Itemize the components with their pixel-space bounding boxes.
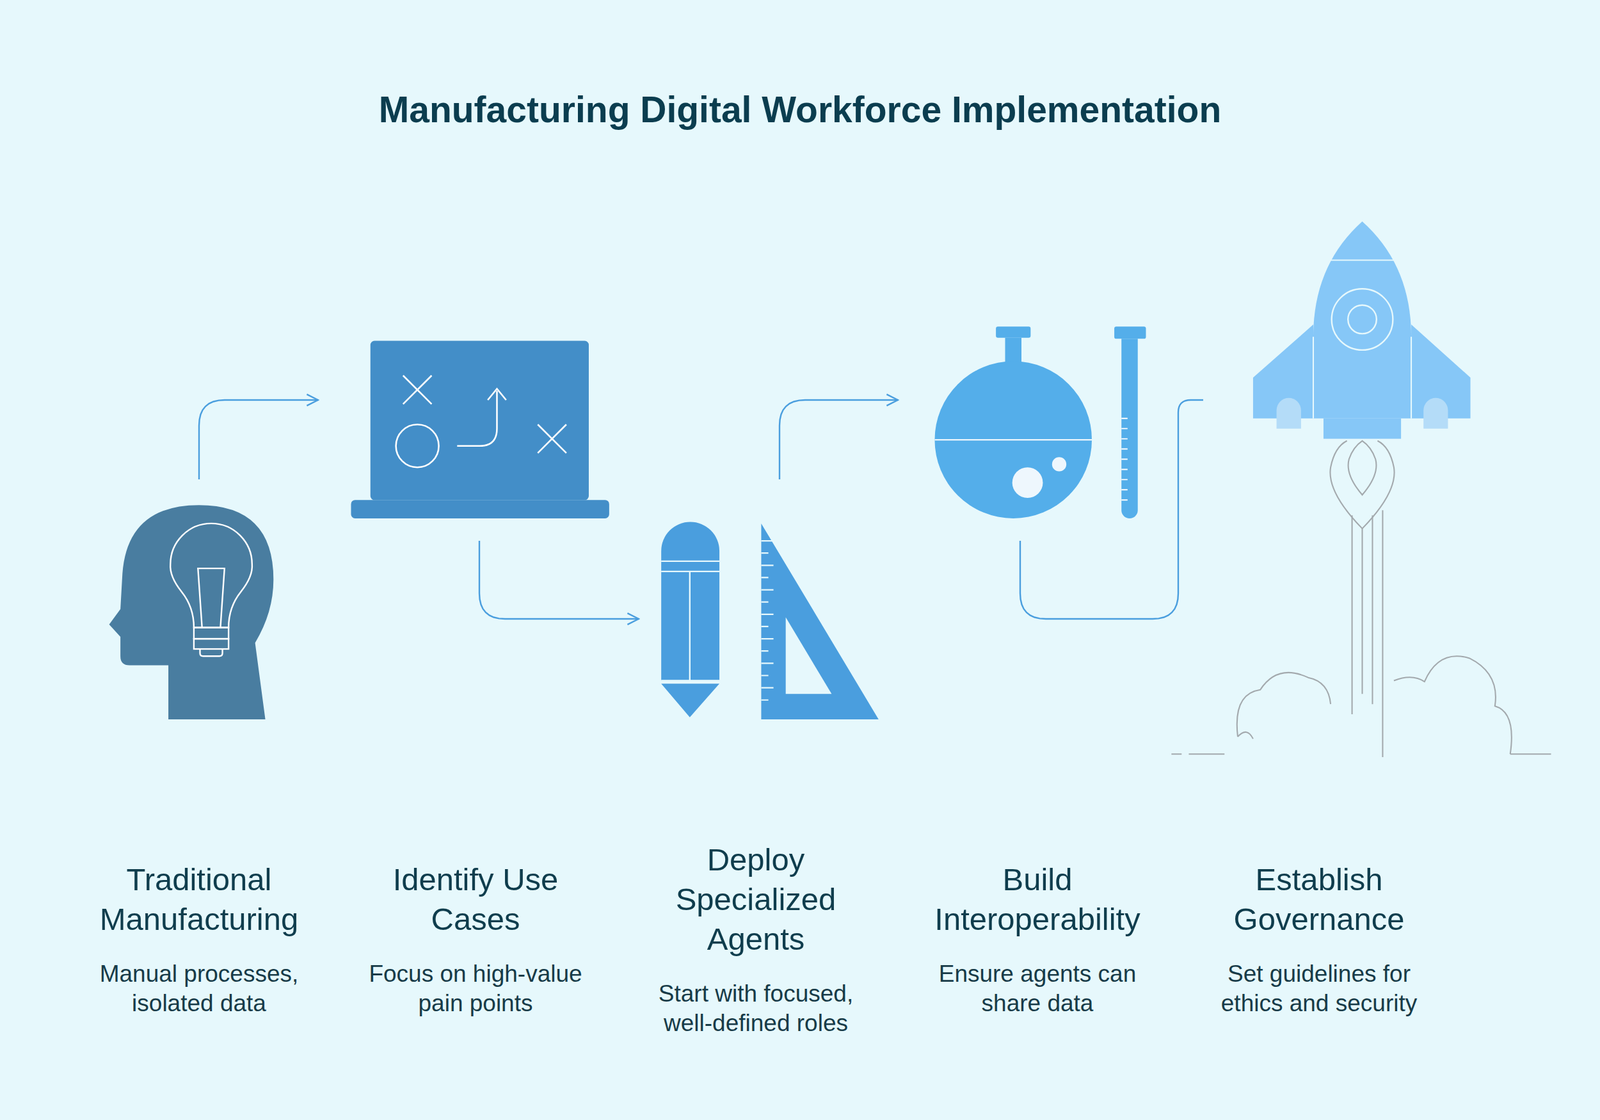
text-group: Identify Use CasesFocus on high-value pa… xyxy=(360,859,591,1019)
flask-icon-part xyxy=(934,360,1092,519)
laptop-icon-part xyxy=(350,499,609,519)
rocket-icon-part xyxy=(1347,305,1377,335)
laptop-icon-part-part xyxy=(537,424,567,454)
flask-icon-part xyxy=(934,439,1092,441)
flask-icon-part xyxy=(1052,456,1067,472)
stage-heading: Deploy Specialized Agents xyxy=(659,839,852,959)
stage-node: Deploy Specialized AgentsStart with focu… xyxy=(652,522,885,1039)
rocket-icon-part xyxy=(1323,418,1401,440)
pencil-ruler-icon-part xyxy=(785,617,832,695)
flask-icon-part xyxy=(1121,418,1128,501)
text-group: Establish GovernanceSet guidelines for e… xyxy=(1213,859,1425,1019)
rocket-icon xyxy=(1171,221,1551,758)
pencil-ruler-icon-part xyxy=(760,523,879,720)
stage-description: Focus on high-value pain points xyxy=(360,959,591,1019)
rocket-icon-part xyxy=(1423,398,1448,429)
stage-heading: Traditional Manufacturing xyxy=(77,859,321,939)
laptop-icon-part-part xyxy=(396,424,440,468)
rocket-icon-part-part xyxy=(1237,672,1331,737)
pencil-ruler-icon-part xyxy=(661,683,720,718)
rocket-icon-part-part xyxy=(1348,440,1377,496)
stage-description: Ensure agents can share data xyxy=(928,959,1147,1019)
flow-connector xyxy=(199,400,319,480)
rocket-icon-part-part xyxy=(1362,440,1395,529)
flask-icon-part xyxy=(995,326,1031,338)
stage-heading: Build Interoperability xyxy=(928,859,1147,939)
rocket-icon-part xyxy=(1331,288,1394,351)
flow-connector xyxy=(1020,400,1204,619)
text-group: Build InteroperabilityEnsure agents can … xyxy=(928,859,1147,1019)
stage-node: Identify Use CasesFocus on high-value pa… xyxy=(341,340,610,1019)
rocket-icon-part xyxy=(1276,398,1302,429)
stage-description: Set guidelines for ethics and security xyxy=(1213,959,1425,1019)
rocket-icon-part xyxy=(1313,221,1412,419)
pencil-ruler-icon-part-part xyxy=(661,561,720,681)
text-group: Deploy Specialized AgentsStart with focu… xyxy=(647,839,865,1039)
rocket-icon-part-part xyxy=(1171,753,1551,755)
pencil-ruler-icon-part xyxy=(661,561,720,681)
laptop-icon-part-part xyxy=(456,391,497,447)
rocket-icon-part-part xyxy=(1393,656,1512,754)
flow-connector xyxy=(479,540,639,619)
laptop-icon-part-part xyxy=(403,375,432,405)
head-icon-part xyxy=(109,504,274,720)
rocket-icon-part-part xyxy=(1237,732,1254,739)
laptop-icon-part xyxy=(370,341,589,501)
stage-description: Start with focused, well-defined roles xyxy=(647,979,865,1039)
rocket-icon-part xyxy=(1171,440,1551,758)
head-icon-part xyxy=(170,523,253,628)
rocket-icon-part xyxy=(1329,259,1396,262)
stage-node: Build InteroperabilityEnsure agents can … xyxy=(928,326,1152,1019)
flask-icon xyxy=(934,326,1146,519)
pencil-ruler-icon xyxy=(661,522,879,720)
text-group: Traditional ManufacturingManual processe… xyxy=(77,859,321,1019)
stage-description: Manual processes, isolated data xyxy=(77,959,321,1019)
rocket-icon-part xyxy=(1313,336,1412,419)
head-icon-part xyxy=(197,568,224,628)
laptop-icon xyxy=(350,341,609,519)
pencil-ruler-icon-part xyxy=(661,522,720,681)
flask-icon-part xyxy=(1012,467,1044,498)
stage-node: Traditional ManufacturingManual processe… xyxy=(77,504,321,1019)
laptop-icon-part-part xyxy=(487,388,507,400)
diagram-title: Manufacturing Digital Workforce Implemen… xyxy=(0,87,1600,132)
head-icon xyxy=(109,504,274,720)
stage-node: Establish GovernanceSet guidelines for e… xyxy=(1209,221,1479,1019)
stage-heading: Identify Use Cases xyxy=(369,859,582,939)
rocket-icon-part-part xyxy=(1352,510,1384,758)
head-icon-part xyxy=(193,627,229,640)
rocket-icon-part-part xyxy=(1329,440,1362,529)
head-icon-part xyxy=(200,648,223,656)
stage-heading: Establish Governance xyxy=(1213,859,1425,939)
pencil-ruler-icon-part xyxy=(760,540,774,701)
flow-connector xyxy=(779,400,898,480)
laptop-icon-part xyxy=(396,375,567,468)
flask-icon-part xyxy=(1114,326,1146,339)
head-icon-part xyxy=(193,638,229,649)
flask-icon-part xyxy=(1121,338,1138,519)
